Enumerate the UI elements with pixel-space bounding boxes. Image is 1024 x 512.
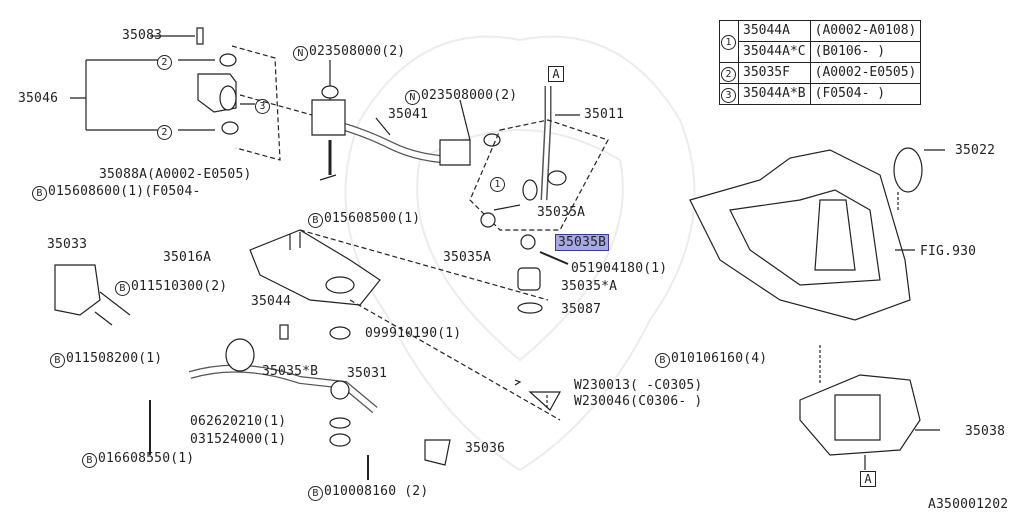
ball-35035b xyxy=(520,234,536,250)
table-cell-num: 2 xyxy=(719,62,739,84)
label-35041: 35041 xyxy=(388,107,429,122)
label-35035a-lower: 35035A xyxy=(443,250,492,265)
pin-35083 xyxy=(196,27,204,45)
label-35022: 35022 xyxy=(955,143,996,158)
label-35031: 35031 xyxy=(347,366,388,381)
label-35087: 35087 xyxy=(561,302,602,317)
leader-circles xyxy=(178,59,255,131)
label-35088a: 35088A(A0002-E0505) xyxy=(99,167,252,182)
label-031524000: 031524000(1) xyxy=(190,432,287,447)
bushing-top xyxy=(219,53,237,67)
bracket-35033 xyxy=(54,264,101,316)
table-row: 2 35035F (A0002-E0505) xyxy=(719,62,922,84)
label-35083: 35083 xyxy=(122,28,163,43)
bushing-35035b xyxy=(225,338,255,372)
table-cell-range: (F0504- ) xyxy=(809,83,922,105)
label-35038: 35038 xyxy=(965,424,1006,439)
table-cell-num: 3 xyxy=(719,83,739,105)
label-35033: 35033 xyxy=(47,237,88,252)
label-W230013: W230013( -C0305) xyxy=(574,378,703,393)
dashed-enclosure xyxy=(231,45,281,161)
label-35046: 35046 xyxy=(18,91,59,106)
label-35044: 35044 xyxy=(251,294,292,309)
reference-table: 1 35044A (A0002-A0108) 35044A*C (B0106- … xyxy=(719,20,922,105)
boot-35035a xyxy=(517,267,541,291)
lever-dashed-box xyxy=(469,119,609,231)
table-cell-part: 35035F xyxy=(738,62,811,84)
table-cell-part: 35044A xyxy=(738,20,811,42)
marker-circle-2-bottom: 2 xyxy=(157,123,173,140)
table-cell-part: 35044A*B xyxy=(738,83,811,105)
shift-boot xyxy=(814,199,856,271)
marker-circle-1: 1 xyxy=(490,175,506,192)
bracket-35036 xyxy=(424,439,451,466)
label-35035a-upper: 35035A xyxy=(537,205,586,220)
marker-circle-3: 3 xyxy=(255,97,271,114)
table-row: 35044A*C (B0106- ) xyxy=(720,41,922,63)
table-cell-part: 35044A*C xyxy=(738,41,811,63)
label-35036: 35036 xyxy=(465,441,506,456)
marker-circle-2-top: 2 xyxy=(157,53,173,70)
nut-023508000 xyxy=(321,85,339,99)
watermark-emblem xyxy=(344,35,696,472)
knob-35022 xyxy=(893,147,923,193)
label-35011: 35011 xyxy=(584,107,625,122)
table-cell-num: 1 xyxy=(719,20,739,63)
label-35035-star-b: 35035*B xyxy=(262,364,319,379)
label-35035-star-a: 35035*A xyxy=(561,279,618,294)
reference-a-bottom: A xyxy=(860,471,876,487)
reference-a-top: A xyxy=(548,66,564,82)
table-row: 3 35044A*B (F0504- ) xyxy=(719,83,922,105)
table-cell-range: (B0106- ) xyxy=(809,41,922,63)
table-row: 1 35044A (A0002-A0108) xyxy=(719,20,922,63)
table-cell-range: (A0002-E0505) xyxy=(809,62,922,84)
bracket-35046 xyxy=(70,59,158,131)
bushing-bottom xyxy=(221,121,239,135)
table-cell-range: (A0002-A0108) xyxy=(809,20,922,42)
label-051904180: 051904180(1) xyxy=(571,261,668,276)
label-fig930: FIG.930 xyxy=(920,244,977,259)
joint-bracket xyxy=(311,99,346,136)
label-099910190: 099910190(1) xyxy=(365,326,462,341)
label-35035b-highlighted[interactable]: 35035B xyxy=(555,234,610,251)
diagram-id: A350001202 xyxy=(928,497,1009,512)
label-062620210: 062620210(1) xyxy=(190,414,287,429)
label-35016a: 35016A xyxy=(163,250,212,265)
label-W230046: W230046(C0306- ) xyxy=(574,394,703,409)
